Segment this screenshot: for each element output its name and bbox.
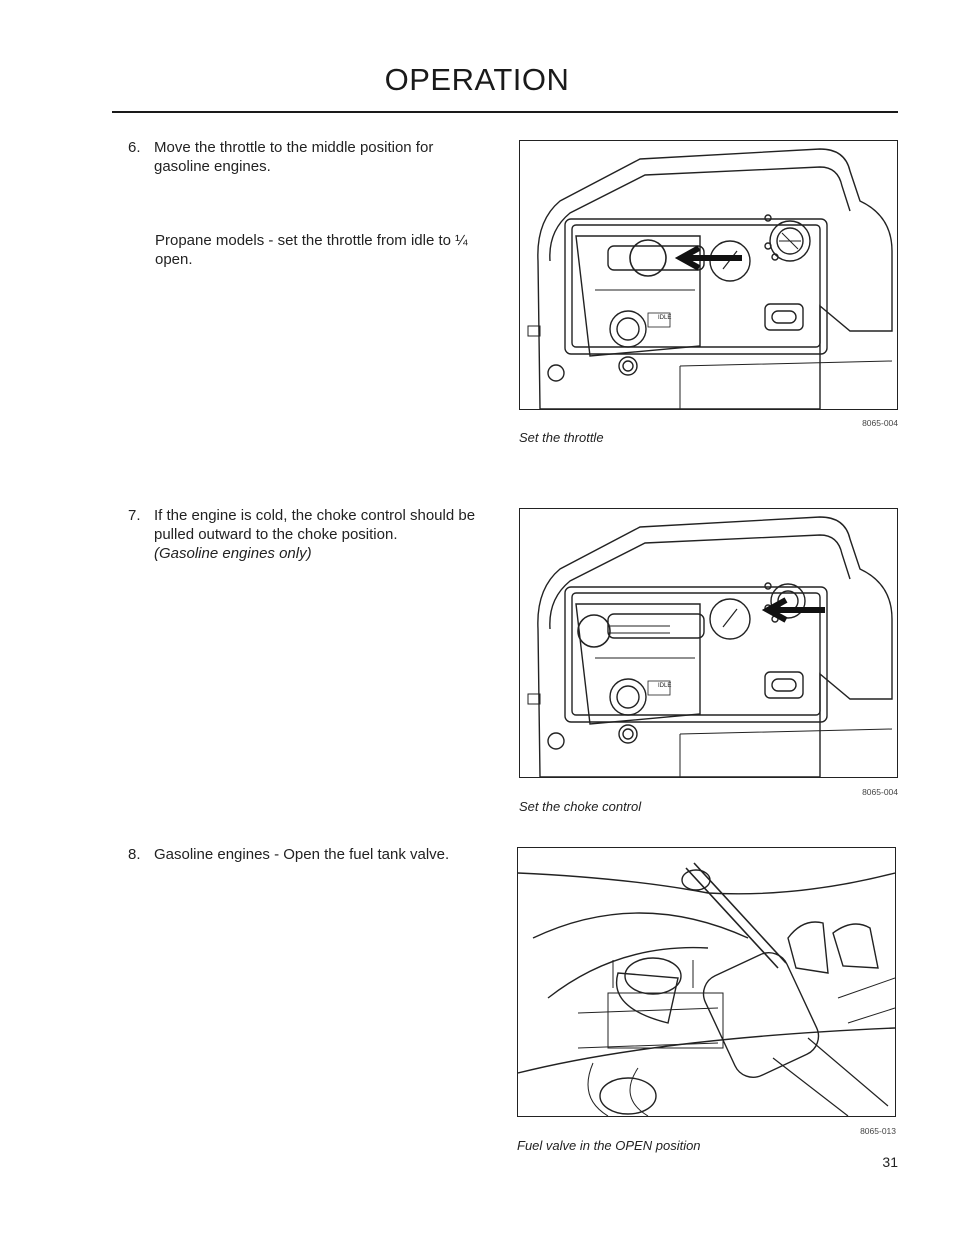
step-8: 8. Gasoline engines - Open the fuel tank… [128,845,480,864]
figure-code: 8065-004 [862,787,898,797]
page-title: OPERATION [384,62,570,97]
step-7: 7. If the engine is cold, the choke cont… [128,506,480,563]
panel-label: IDLE [658,315,671,321]
figure-code: 8065-004 [862,418,898,428]
figure-fuel-valve [517,847,896,1117]
figure-throttle: IDLE [519,140,898,410]
step-text: If the engine is cold, the choke control… [154,507,476,543]
title-rule [112,111,898,113]
figure-caption: Fuel valve in the OPEN position [517,1138,701,1153]
page-number: 31 [882,1154,898,1170]
figure-code: 8065-013 [860,1126,896,1136]
fuel-valve-illustration [518,862,895,1116]
control-panel-illustration: IDLE [527,148,893,409]
figure-choke: IDLE [519,508,898,778]
step-note: (Gasoline engines only) [154,545,312,562]
figure-caption: Set the choke control [519,799,642,814]
step-text: Move the throttle to the middle position… [154,139,434,175]
control-panel-illustration: IDLE [527,516,893,777]
panel-label: IDLE [658,683,671,689]
step-6: 6. Move the throttle to the middle posit… [128,138,480,176]
propane-note: Propane models - set the throttle from i… [155,232,468,268]
arrow-icon [761,597,825,623]
step-number: 8. [128,846,141,863]
step-number: 7. [128,507,141,524]
arrow-icon [674,245,742,271]
figure-caption: Set the throttle [519,430,604,445]
step-number: 6. [128,139,141,156]
step-text: Gasoline engines - Open the fuel tank va… [154,846,450,863]
